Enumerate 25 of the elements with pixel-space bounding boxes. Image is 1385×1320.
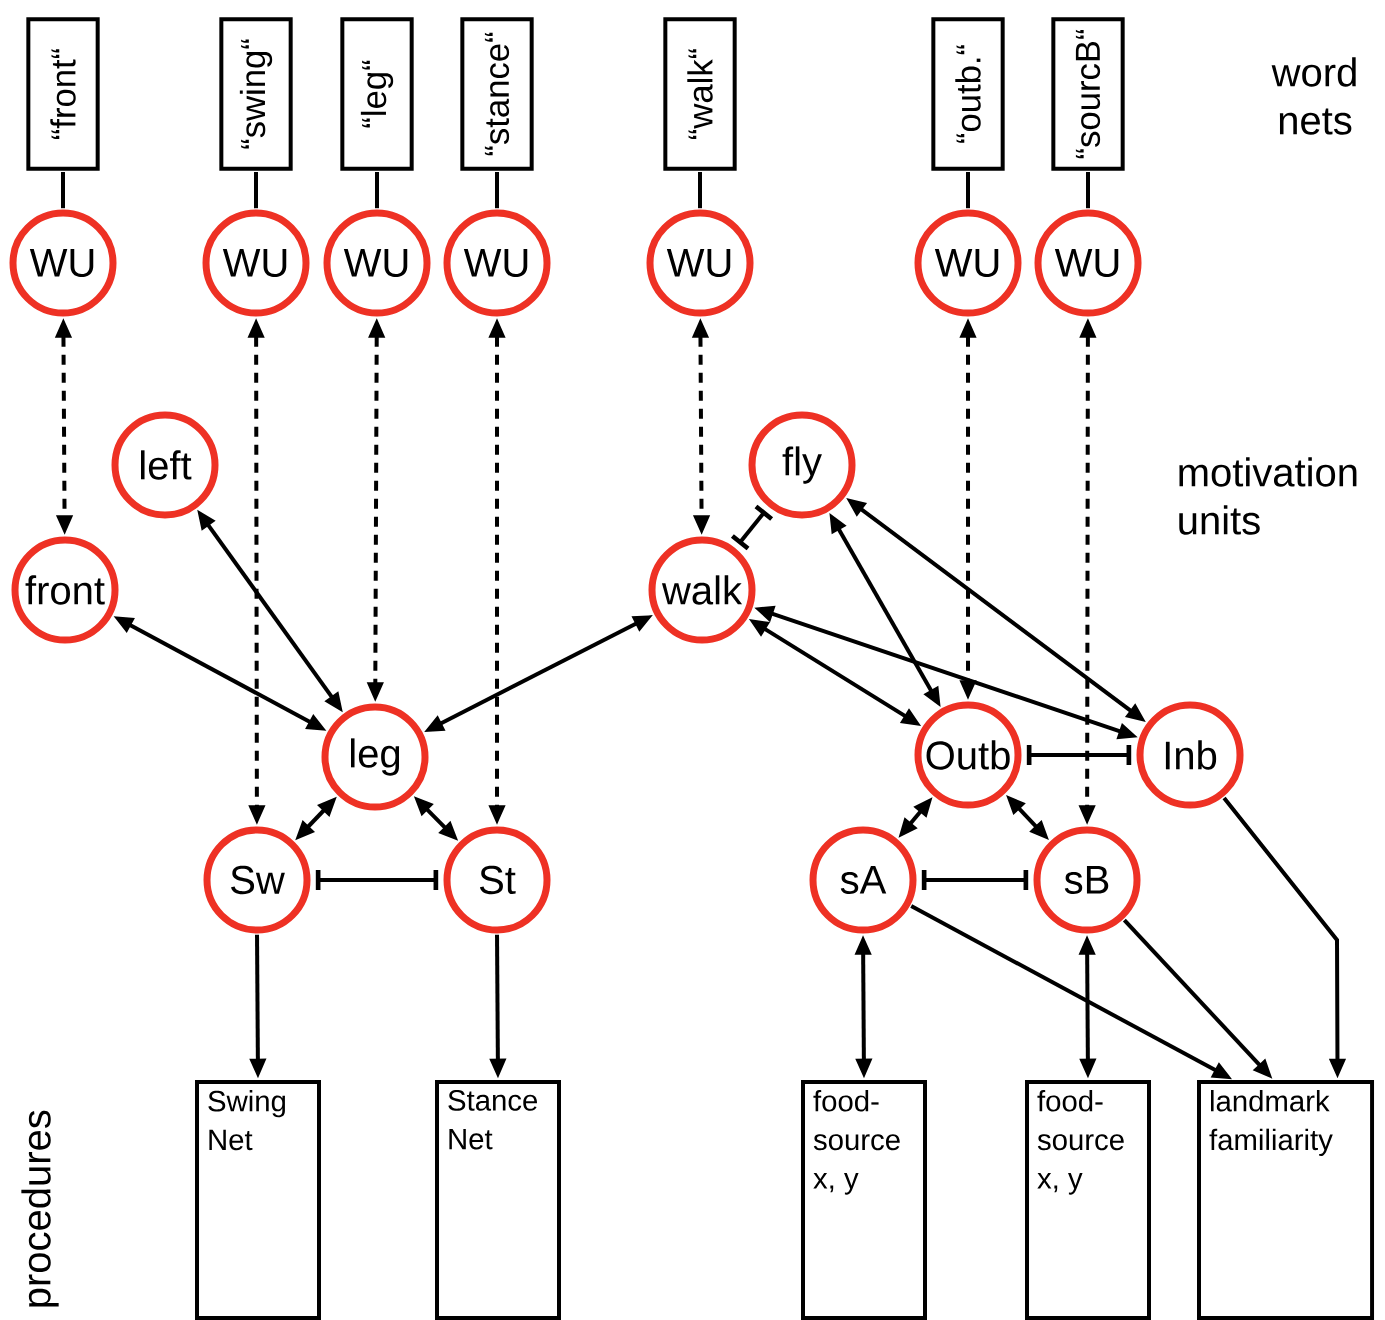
word-box: “swing“ [219,17,293,171]
procedure-box: landmark familiarity [1197,1080,1375,1320]
inhibition-line [315,870,439,890]
connector-line [495,172,499,209]
connector-line [698,172,702,209]
connector-line [254,172,258,209]
connector-line [375,172,379,209]
word-box: “sourcB“ [1051,17,1125,171]
word-box: “outb.“ [931,17,1005,171]
procedures-label: procedures [21,1110,59,1307]
word-nets-label: word nets [1271,57,1356,135]
inhibition-line [1026,745,1132,765]
word-box: “stance“ [460,17,534,171]
procedure-box: food- source x, y [1025,1080,1151,1320]
word-box: “front“ [26,17,100,171]
procedure-box: Swing Net [195,1080,321,1320]
procedure-box: food- source x, y [801,1080,927,1320]
connector-line [1086,172,1090,209]
connector-line [966,172,970,209]
word-box: “walk“ [663,17,737,171]
connector-line [61,172,65,209]
word-box: “leg“ [340,17,414,171]
motivation-units-label: motivation units [1179,457,1357,535]
inhibition-line [921,870,1029,890]
procedure-box: Stance Net [435,1080,561,1320]
